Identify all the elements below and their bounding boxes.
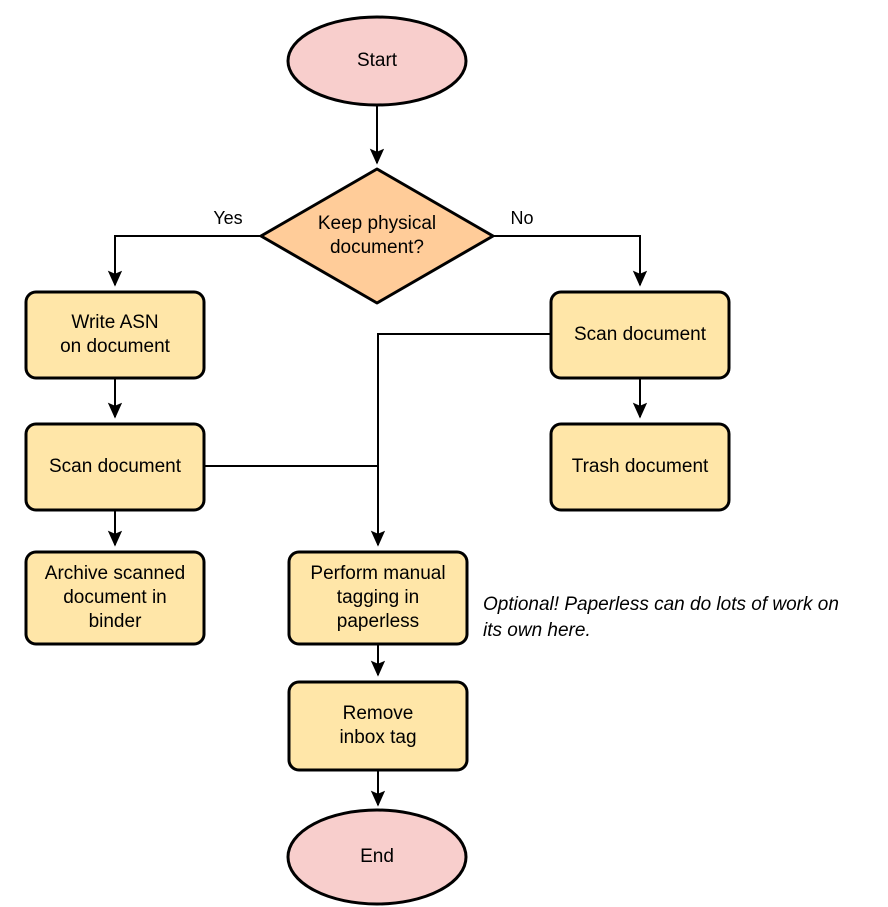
node-perform-manual-tagging-in-paperless[interactable]: Perform manual tagging in paperless: [287, 550, 469, 646]
node-label-line: document?: [330, 237, 424, 258]
edge-decision-no-to-scan-document-right: No: [493, 208, 648, 287]
node-start[interactable]: Start: [286, 15, 468, 107]
node-label-line: Scan document: [49, 456, 182, 477]
node-label-line: document in: [63, 587, 167, 608]
edge-scan-document-right-to-manual-tagging: [370, 333, 551, 547]
node-label-line: on document: [60, 336, 171, 357]
node-label-line: Remove: [343, 703, 414, 724]
node-keep-physical-document[interactable]: Keep physical document?: [259, 167, 495, 305]
node-scan-document-right[interactable]: Scan document: [549, 290, 731, 380]
edge-label-decision-yes-to-write-asn: Yes: [213, 208, 242, 228]
node-shape-rect: [24, 422, 206, 512]
node-label-line: Scan document: [574, 324, 707, 345]
annotations-layer: Optional! Paperless can do lots of work …: [483, 594, 839, 641]
node-write-asn-on-document[interactable]: Write ASN on document: [24, 290, 206, 380]
edge-path: [107, 235, 261, 287]
node-shape-rect: [24, 550, 206, 646]
node-shape-ellipse: [286, 15, 468, 107]
node-remove-inbox-tag[interactable]: Remove inbox tag: [287, 680, 469, 772]
node-label-line: Keep physical: [318, 213, 436, 234]
edge-path: [370, 333, 551, 547]
annotation-line: Optional! Paperless can do lots of work …: [483, 594, 839, 615]
node-label-line: End: [360, 846, 394, 867]
node-scan-document-left[interactable]: Scan document: [24, 422, 206, 512]
node-shape-rect: [24, 290, 206, 380]
annotation-line: its own here.: [483, 620, 591, 641]
edges-layer: Yes No: [107, 106, 648, 807]
edge-path: [493, 235, 648, 287]
node-label-line: Write ASN: [71, 312, 158, 333]
node-label-line: tagging in: [337, 587, 419, 608]
node-shape-rect: [549, 290, 731, 380]
node-label-line: Perform manual: [310, 563, 445, 584]
node-shape-ellipse: [286, 808, 468, 906]
node-label-line: inbox tag: [339, 727, 416, 748]
node-shape-rect: [287, 680, 469, 772]
node-label-line: Trash document: [572, 456, 709, 477]
edge-decision-yes-to-write-asn: Yes: [107, 208, 261, 287]
node-trash-document[interactable]: Trash document: [549, 422, 731, 512]
node-label-line: Start: [357, 50, 398, 71]
node-shape-diamond: [259, 167, 495, 305]
node-label-line: binder: [89, 611, 142, 632]
edge-label-decision-no-to-scan-document-right: No: [510, 208, 533, 228]
node-shape-rect: [287, 550, 469, 646]
annotation-optional-note: Optional! Paperless can do lots of work …: [483, 594, 839, 641]
node-archive-scanned-document-in-binder[interactable]: Archive scanned document in binder: [24, 550, 206, 646]
node-shape-rect: [549, 422, 731, 512]
node-end[interactable]: End: [286, 808, 468, 906]
node-label-line: Archive scanned: [45, 563, 185, 584]
node-label-line: paperless: [337, 611, 419, 632]
